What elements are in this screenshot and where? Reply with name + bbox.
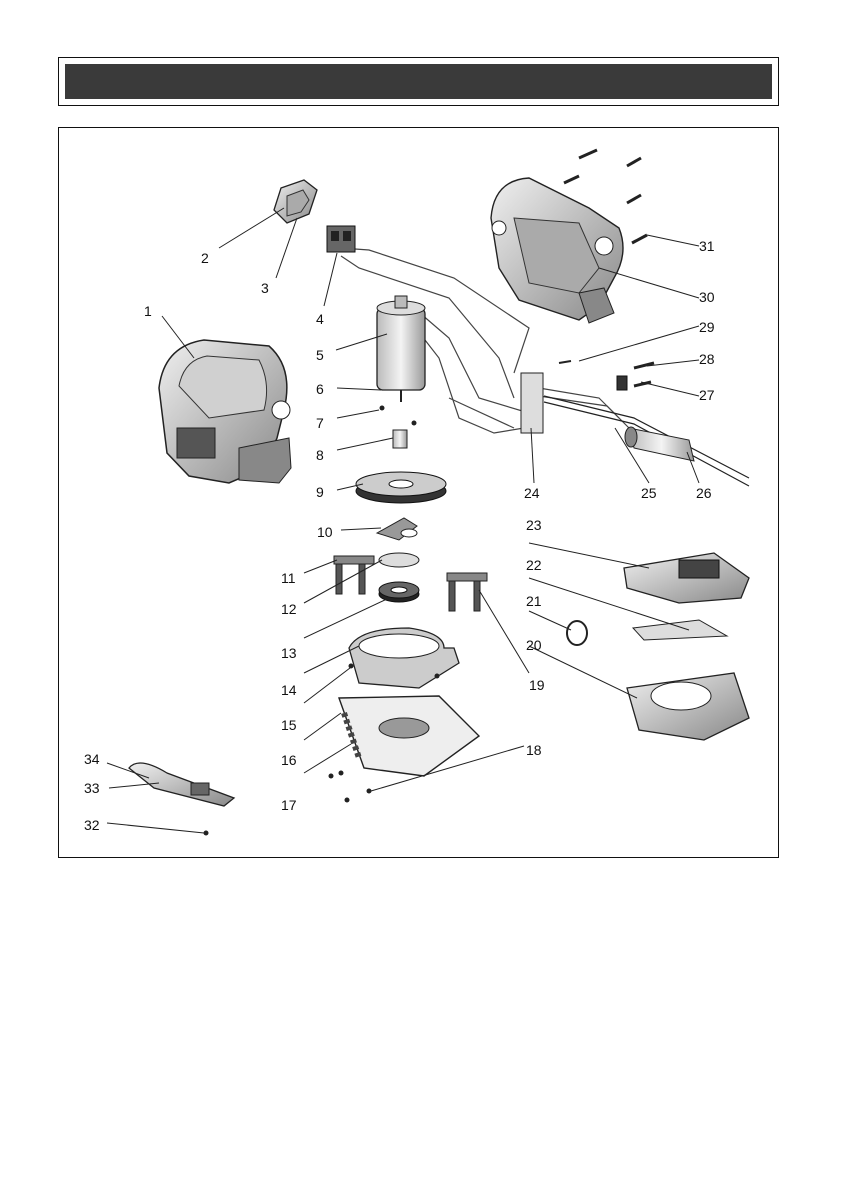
circuit-board (521, 373, 543, 433)
part-label-23: 23 (526, 517, 542, 533)
switch-cover (274, 180, 317, 223)
part-label-32: 32 (84, 817, 100, 833)
sanding-pad (339, 696, 479, 776)
part-label-25: 25 (641, 485, 657, 501)
part-label-1: 1 (144, 303, 152, 319)
part-label-17: 17 (281, 797, 297, 813)
eccentric-bush (393, 430, 407, 448)
part-label-14: 14 (281, 682, 297, 698)
part-label-28: 28 (699, 351, 715, 367)
screw (412, 421, 417, 426)
part-label-15: 15 (281, 717, 297, 733)
part-label-20: 20 (526, 637, 542, 653)
part-label-7: 7 (316, 415, 324, 431)
filter (633, 620, 727, 640)
part-label-16: 16 (281, 752, 297, 768)
part-label-18: 18 (526, 742, 542, 758)
part-label-24: 24 (524, 485, 540, 501)
screw (367, 789, 372, 794)
part-label-3: 3 (261, 280, 269, 296)
dust-box (627, 673, 749, 740)
part-label-30: 30 (699, 289, 715, 305)
handle-housing (491, 178, 623, 323)
part-label-31: 31 (699, 238, 715, 254)
detail-sanding-attachment (129, 763, 234, 835)
washer (379, 553, 419, 567)
motor-housing (159, 340, 291, 483)
exploded-diagram-frame: 1 2 3 4 5 6 7 8 9 10 11 12 13 14 15 16 1… (58, 127, 779, 858)
exploded-view-diagram: 1 2 3 4 5 6 7 8 9 10 11 12 13 14 15 16 1… (59, 128, 780, 859)
screw (349, 664, 354, 669)
part-label-6: 6 (316, 381, 324, 397)
part-label-27: 27 (699, 387, 715, 403)
part-label-29: 29 (699, 319, 715, 335)
part-label-26: 26 (696, 485, 712, 501)
header-bar (65, 64, 772, 99)
bearing (379, 582, 419, 602)
base-bracket (349, 628, 459, 688)
part-label-21: 21 (526, 593, 542, 609)
part-label-34: 34 (84, 751, 100, 767)
motor (377, 296, 425, 402)
part-label-5: 5 (316, 347, 324, 363)
fan (356, 472, 446, 503)
header-frame (58, 57, 779, 106)
mounting-bracket (447, 573, 487, 611)
o-ring (567, 621, 587, 645)
screw (329, 774, 334, 779)
part-label-22: 22 (526, 557, 542, 573)
part-label-33: 33 (84, 780, 100, 796)
part-label-11: 11 (281, 570, 296, 586)
cable-clamp (617, 376, 627, 390)
part-label-10: 10 (317, 524, 333, 540)
power-cable (544, 396, 749, 486)
part-label-2: 2 (201, 250, 209, 266)
screw (380, 406, 385, 411)
part-label-13: 13 (281, 645, 297, 661)
part-label-19: 19 (529, 677, 545, 693)
screw (339, 771, 344, 776)
screw (559, 361, 571, 363)
counterweight (377, 518, 417, 540)
part-label-9: 9 (316, 484, 324, 500)
dust-box-cover (624, 553, 749, 603)
part-label-12: 12 (281, 601, 297, 617)
screw (345, 798, 350, 803)
screw (435, 674, 440, 679)
switch (327, 226, 355, 252)
part-label-8: 8 (316, 447, 324, 463)
part-label-4: 4 (316, 311, 324, 327)
